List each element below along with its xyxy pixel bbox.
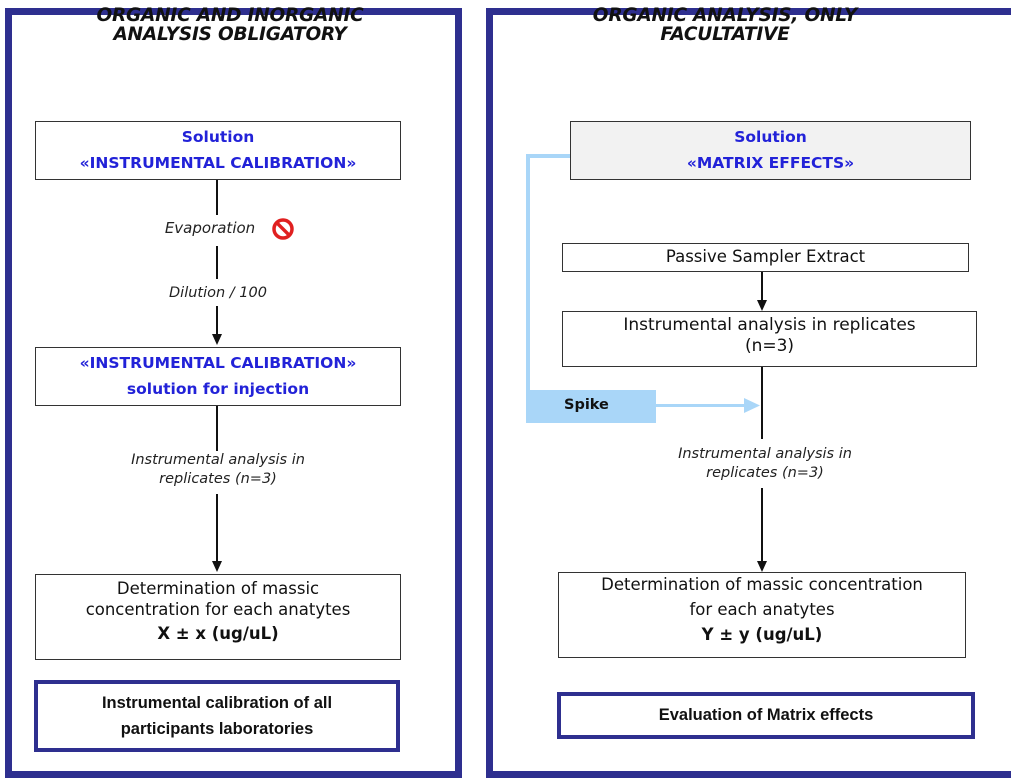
left-connector-3 bbox=[216, 306, 218, 337]
left-result-2: participants laboratories bbox=[120, 720, 314, 738]
left-determination-1: Determination of massic bbox=[116, 579, 320, 598]
left-step-analysis-1: Instrumental analysis in bbox=[131, 452, 305, 468]
left-connector-4 bbox=[216, 406, 218, 451]
left-arrowhead-2 bbox=[212, 561, 222, 572]
left-step-analysis-2: replicates (n=3) bbox=[159, 471, 277, 487]
right-replicates-2: (n=3) bbox=[744, 336, 795, 356]
left-solution-box: Solution «INSTRUMENTAL CALIBRATION» bbox=[35, 121, 401, 180]
left-injection-label-2: solution for injection bbox=[126, 380, 310, 398]
left-step-evaporation: Evaporation bbox=[164, 219, 256, 237]
left-solution-label: Solution bbox=[181, 128, 255, 146]
left-determination-2: concentration for each anatytes bbox=[85, 600, 351, 619]
right-title-line1: ORGANIC ANALYSIS, ONLY bbox=[592, 5, 858, 26]
left-title-line1: ORGANIC AND INORGANIC bbox=[96, 5, 364, 26]
right-solution-box: Solution «MATRIX EFFECTS» bbox=[570, 121, 971, 180]
spike-block: Spike bbox=[526, 390, 656, 423]
right-step-analysis-2: replicates (n=3) bbox=[706, 465, 824, 481]
left-connector-5 bbox=[216, 494, 218, 564]
right-connector-1 bbox=[761, 272, 763, 303]
right-connector-2 bbox=[761, 367, 763, 439]
right-solution-label: Solution bbox=[734, 128, 807, 146]
right-connector-3 bbox=[761, 488, 763, 564]
right-matrix-label: «MATRIX EFFECTS» bbox=[686, 154, 855, 172]
left-result-box: Instrumental calibration of all particip… bbox=[34, 680, 400, 752]
right-determination-2: for each anatytes bbox=[689, 600, 835, 619]
left-step-dilution: Dilution / 100 bbox=[169, 285, 267, 301]
right-replicates-1: Instrumental analysis in replicates bbox=[623, 315, 916, 335]
left-panel-title: ORGANIC AND INORGANIC ANALYSIS OBLIGATOR… bbox=[40, 6, 420, 44]
right-replicates-box: Instrumental analysis in replicates (n=3… bbox=[562, 311, 977, 367]
right-result-box: Evaluation of Matrix effects bbox=[557, 692, 975, 739]
left-connector-1 bbox=[216, 180, 218, 215]
prohibited-icon bbox=[272, 218, 294, 240]
left-connector-2 bbox=[216, 246, 218, 279]
left-determination-value: X ± x (ug/uL) bbox=[157, 624, 279, 643]
right-determination-1: Determination of massic concentration bbox=[601, 575, 923, 594]
right-extract-box: Passive Sampler Extract bbox=[562, 243, 969, 272]
right-step-analysis-1: Instrumental analysis in bbox=[678, 446, 852, 462]
left-arrowhead-1 bbox=[212, 334, 222, 345]
left-injection-box: «INSTRUMENTAL CALIBRATION» solution for … bbox=[35, 347, 401, 406]
left-injection-label-1: «INSTRUMENTAL CALIBRATION» bbox=[79, 354, 357, 372]
right-panel-title: ORGANIC ANALYSIS, ONLY FACULTATIVE bbox=[560, 6, 890, 44]
right-step-analysis: Instrumental analysis in replicates (n=3… bbox=[645, 445, 885, 483]
left-determination-box: Determination of massic concentration fo… bbox=[35, 574, 401, 660]
left-step-analysis: Instrumental analysis in replicates (n=3… bbox=[98, 451, 338, 489]
spike-arrow-shaft bbox=[656, 404, 748, 407]
spike-label: Spike bbox=[564, 397, 609, 413]
left-result-1: Instrumental calibration of all bbox=[101, 694, 333, 712]
right-result-1: Evaluation of Matrix effects bbox=[658, 706, 874, 724]
left-calibration-label: «INSTRUMENTAL CALIBRATION» bbox=[79, 154, 357, 172]
right-determination-value: Y ± y (ug/uL) bbox=[701, 625, 823, 644]
right-title-line2: FACULTATIVE bbox=[660, 24, 790, 45]
spike-arrowhead bbox=[744, 398, 760, 413]
right-arrowhead-2 bbox=[757, 561, 767, 572]
right-extract-label: Passive Sampler Extract bbox=[665, 247, 866, 266]
spike-connector-horizontal-top bbox=[526, 154, 572, 158]
right-arrowhead-1 bbox=[757, 300, 767, 311]
spike-connector-vertical bbox=[526, 154, 530, 394]
left-title-line2: ANALYSIS OBLIGATORY bbox=[113, 24, 347, 45]
right-determination-box: Determination of massic concentration fo… bbox=[558, 572, 966, 658]
